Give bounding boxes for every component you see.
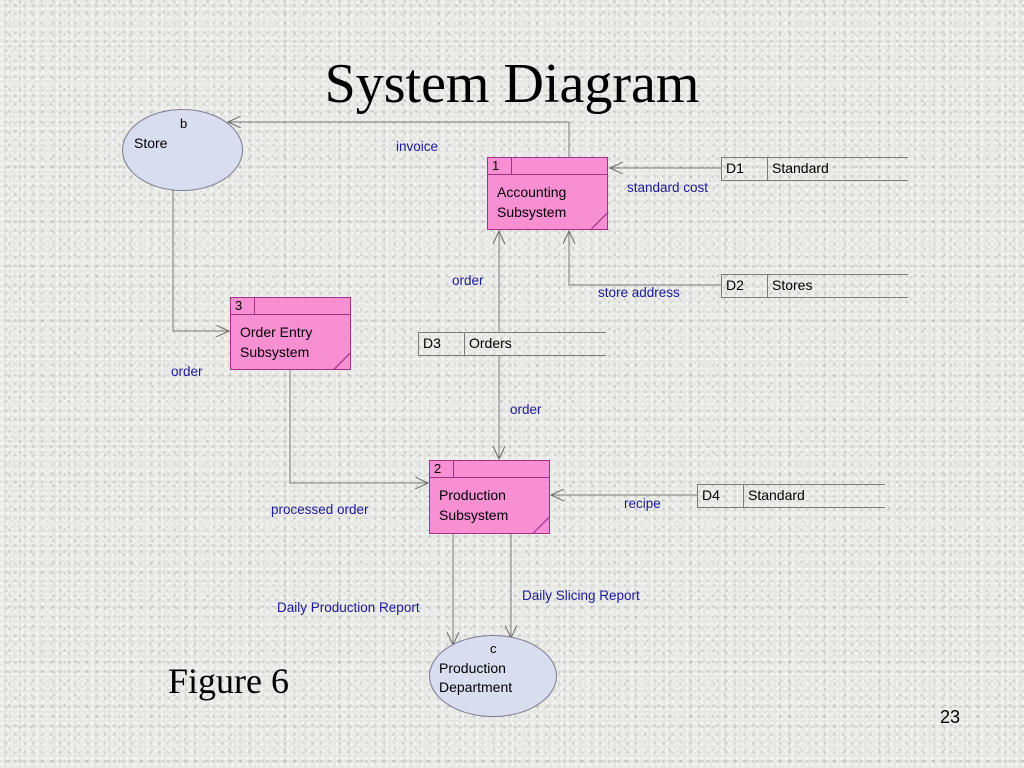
entity-store-name: Store	[134, 135, 168, 151]
page-title: System Diagram	[324, 53, 700, 115]
process-accounting-number: 1	[488, 158, 512, 175]
flow-label-store-address: store address	[598, 285, 680, 300]
flow-label-order-accounting: order	[452, 273, 484, 288]
data-store-d3-name: Orders	[469, 335, 512, 351]
data-store-d4[interactable]: D4 Standard	[697, 484, 885, 508]
flow-label-recipe: recipe	[624, 496, 661, 511]
flow-label-invoice: invoice	[396, 139, 439, 154]
data-store-d4-name: Standard	[748, 487, 805, 503]
flow-line-processed-order	[289, 370, 428, 483]
process-accounting-header-line	[512, 174, 607, 175]
flow-label-daily-slicing-report: Daily Slicing Report	[522, 588, 640, 603]
figure-label: Figure 6	[168, 661, 289, 701]
page-number: 23	[940, 707, 961, 727]
process-production-number: 2	[430, 461, 454, 478]
data-store-d2-name: Stores	[772, 277, 813, 293]
entity-production-department-name-line1: Production	[439, 660, 506, 676]
process-order-entry[interactable]: 3 Order Entry Subsystem	[230, 297, 351, 370]
flow-line-order-store	[172, 190, 229, 331]
data-store-d1-id: D1	[722, 158, 768, 180]
process-production-name-line1: Production	[439, 487, 506, 503]
process-order-entry-corner	[334, 353, 350, 369]
process-accounting-name: Accounting Subsystem	[497, 182, 566, 222]
process-order-entry-name: Order Entry Subsystem	[240, 322, 312, 362]
process-accounting[interactable]: 1 Accounting Subsystem	[487, 157, 608, 230]
entity-store[interactable]: b Store	[122, 109, 243, 191]
entity-production-department-name-line2: Department	[439, 679, 513, 695]
data-store-d2-id: D2	[722, 275, 768, 297]
flow-label-standard-cost: standard cost	[627, 180, 709, 195]
process-order-entry-name-line2: Subsystem	[240, 344, 310, 360]
entity-production-department[interactable]: c Production Department	[429, 635, 557, 717]
process-production-header-line	[454, 477, 549, 478]
flow-label-daily-production-report: Daily Production Report	[277, 600, 420, 615]
process-accounting-corner	[591, 213, 607, 229]
flow-line-store-address	[569, 231, 721, 286]
process-production-name-line2: Subsystem	[439, 507, 509, 523]
process-order-entry-header-line	[255, 314, 350, 315]
process-accounting-name-line1: Accounting	[497, 184, 567, 200]
entity-production-department-id: c	[490, 641, 497, 656]
data-store-d3-id: D3	[419, 333, 465, 355]
data-store-d3[interactable]: D3 Orders	[418, 332, 606, 356]
process-accounting-name-line2: Subsystem	[497, 204, 567, 220]
flow-label-order-production: order	[510, 402, 542, 417]
process-order-entry-number: 3	[231, 298, 255, 315]
data-store-d2[interactable]: D2 Stores	[721, 274, 908, 298]
process-order-entry-name-line1: Order Entry	[240, 324, 313, 340]
process-production-name: Production Subsystem	[439, 485, 508, 525]
flow-line-invoice	[228, 122, 570, 157]
entity-production-department-name: Production Department	[439, 659, 512, 697]
entity-store-id: b	[180, 116, 188, 131]
process-production-corner	[533, 517, 549, 533]
data-store-d4-id: D4	[698, 485, 744, 507]
flow-label-processed-order: processed order	[271, 502, 369, 517]
flow-label-order-store: order	[171, 364, 203, 379]
data-store-d1[interactable]: D1 Standard	[721, 157, 908, 181]
process-production[interactable]: 2 Production Subsystem	[429, 460, 550, 534]
data-store-d1-name: Standard	[772, 160, 829, 176]
